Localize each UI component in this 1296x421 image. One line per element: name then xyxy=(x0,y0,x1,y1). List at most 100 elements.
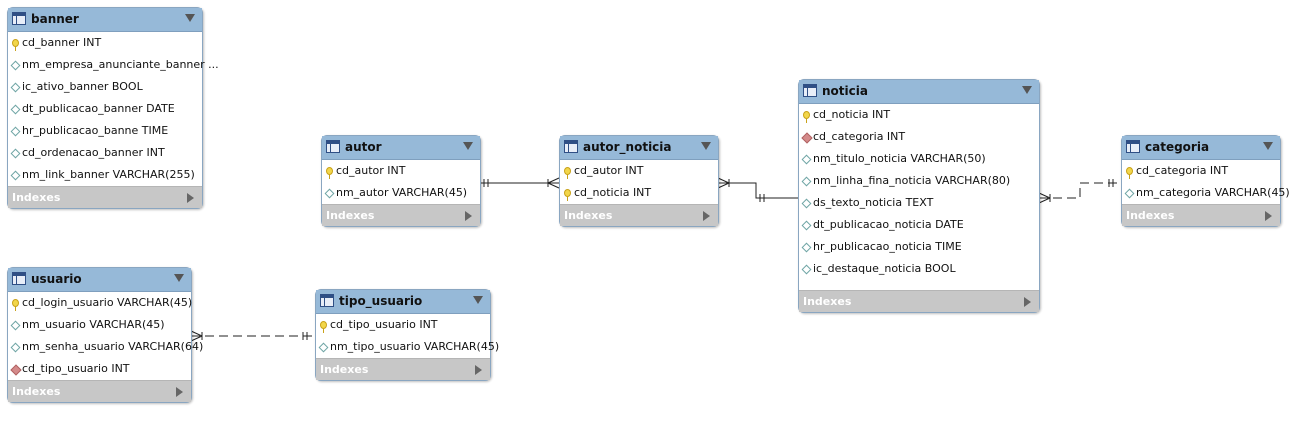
table-autor-noticia[interactable]: autor_noticia cd_autor INT cd_noticia INT… xyxy=(559,135,719,227)
column-label: nm_link_banner VARCHAR(255) xyxy=(22,168,195,181)
collapse-arrow-icon[interactable] xyxy=(185,14,195,22)
collapse-arrow-icon[interactable] xyxy=(174,274,184,282)
table-header[interactable]: autor xyxy=(322,136,480,160)
column-row[interactable]: cd_autor INT xyxy=(560,160,718,182)
column-label: hr_publicacao_banne TIME xyxy=(22,124,169,137)
column-icon xyxy=(10,170,21,181)
column-icon xyxy=(10,126,21,137)
table-header[interactable]: banner xyxy=(8,8,202,32)
indexes-section[interactable]: Indexes xyxy=(8,186,202,208)
column-row[interactable]: nm_categoria VARCHAR(45) xyxy=(1122,182,1290,204)
column-label: cd_tipo_usuario INT xyxy=(22,362,130,375)
table-title: noticia xyxy=(822,84,868,98)
column-row[interactable]: cd_banner INT xyxy=(8,32,202,54)
collapse-arrow-icon[interactable] xyxy=(701,142,711,150)
column-icon xyxy=(10,148,21,159)
column-row[interactable]: cd_ordenacao_banner INT xyxy=(8,142,202,164)
expand-arrow-icon[interactable] xyxy=(176,387,183,397)
column-row[interactable]: nm_linha_fina_noticia VARCHAR(80) xyxy=(799,170,1039,192)
indexes-label: Indexes xyxy=(12,385,61,398)
table-icon xyxy=(12,272,26,285)
column-row[interactable]: cd_autor INT xyxy=(322,160,480,182)
column-label: ds_texto_noticia TEXT xyxy=(813,196,934,209)
expand-arrow-icon[interactable] xyxy=(475,365,482,375)
column-row[interactable]: dt_publicacao_banner DATE xyxy=(8,98,202,120)
primary-key-icon xyxy=(1126,167,1133,179)
expand-arrow-icon[interactable] xyxy=(465,211,472,221)
column-list: cd_tipo_usuario INT nm_tipo_usuario VARCH… xyxy=(316,314,499,358)
expand-arrow-icon[interactable] xyxy=(1265,211,1272,221)
column-row[interactable]: nm_link_banner VARCHAR(255) xyxy=(8,164,202,186)
column-row[interactable]: dt_publicacao_noticia DATE xyxy=(799,214,1039,236)
indexes-section[interactable]: Indexes xyxy=(322,204,480,226)
table-header[interactable]: categoria xyxy=(1122,136,1280,160)
column-row[interactable]: ic_destaque_noticia BOOL xyxy=(799,258,1039,280)
collapse-arrow-icon[interactable] xyxy=(1263,142,1273,150)
collapse-arrow-icon[interactable] xyxy=(1022,86,1032,94)
table-usuario[interactable]: usuario cd_login_usuario VARCHAR(45) nm_u… xyxy=(7,267,203,403)
column-row[interactable]: nm_titulo_noticia VARCHAR(50) xyxy=(799,148,1039,170)
table-header[interactable]: noticia xyxy=(799,80,1039,104)
primary-key-icon xyxy=(564,189,571,201)
table-autor[interactable]: autor cd_autor INT nm_autor VARCHAR(45) I… xyxy=(321,135,481,227)
column-row[interactable]: hr_publicacao_banne TIME xyxy=(8,120,202,142)
column-label: cd_login_usuario VARCHAR(45) xyxy=(22,296,193,309)
column-label: cd_tipo_usuario INT xyxy=(330,318,438,331)
column-row[interactable]: nm_autor VARCHAR(45) xyxy=(322,182,480,204)
expand-arrow-icon[interactable] xyxy=(1024,297,1031,307)
collapse-arrow-icon[interactable] xyxy=(463,142,473,150)
indexes-section[interactable]: Indexes xyxy=(1122,204,1280,226)
table-icon xyxy=(320,294,334,307)
foreign-key-icon xyxy=(801,132,813,144)
table-noticia[interactable]: noticia cd_noticia INT cd_categoria INT nm… xyxy=(798,79,1040,313)
column-label: nm_titulo_noticia VARCHAR(50) xyxy=(813,152,986,165)
column-row[interactable]: cd_tipo_usuario INT xyxy=(8,358,191,380)
column-row[interactable]: cd_categoria INT xyxy=(1122,160,1280,182)
collapse-arrow-icon[interactable] xyxy=(473,296,483,304)
table-header[interactable]: tipo_usuario xyxy=(316,290,490,314)
spacer xyxy=(799,280,1039,290)
expand-arrow-icon[interactable] xyxy=(187,193,194,203)
column-icon xyxy=(10,320,21,331)
indexes-section[interactable]: Indexes xyxy=(560,204,718,226)
indexes-label: Indexes xyxy=(803,295,852,308)
column-row[interactable]: cd_login_usuario VARCHAR(45) xyxy=(8,292,193,314)
primary-key-icon xyxy=(12,299,19,311)
column-icon xyxy=(801,220,812,231)
table-tipo-usuario[interactable]: tipo_usuario cd_tipo_usuario INT nm_tipo_… xyxy=(315,289,499,381)
column-label: cd_autor INT xyxy=(336,164,406,177)
indexes-section[interactable]: Indexes xyxy=(799,290,1039,312)
column-label: cd_noticia INT xyxy=(813,108,891,121)
column-row[interactable]: nm_tipo_usuario VARCHAR(45) xyxy=(316,336,499,358)
column-icon xyxy=(801,198,812,209)
column-label: ic_ativo_banner BOOL xyxy=(22,80,143,93)
indexes-section[interactable]: Indexes xyxy=(8,380,191,402)
column-row[interactable]: hr_publicacao_noticia TIME xyxy=(799,236,1039,258)
column-row[interactable]: nm_usuario VARCHAR(45) xyxy=(8,314,191,336)
column-icon xyxy=(10,82,21,93)
column-row[interactable]: cd_noticia INT xyxy=(799,104,1039,126)
column-icon xyxy=(801,264,812,275)
column-label: nm_senha_usuario VARCHAR(64) xyxy=(22,340,204,353)
table-header[interactable]: usuario xyxy=(8,268,191,292)
column-label: cd_noticia INT xyxy=(574,186,652,199)
table-header[interactable]: autor_noticia xyxy=(560,136,718,160)
column-row[interactable]: cd_categoria INT xyxy=(799,126,1039,148)
primary-key-icon xyxy=(564,167,571,179)
indexes-section[interactable]: Indexes xyxy=(316,358,490,380)
column-row[interactable]: cd_tipo_usuario INT xyxy=(316,314,490,336)
column-row[interactable]: ds_texto_noticia TEXT xyxy=(799,192,1039,214)
column-row[interactable]: ic_ativo_banner BOOL xyxy=(8,76,202,98)
expand-arrow-icon[interactable] xyxy=(703,211,710,221)
table-title: autor_noticia xyxy=(583,140,672,154)
column-row[interactable]: nm_empresa_anunciante_banner ... xyxy=(8,54,219,76)
rel-autor-noticia-noticia xyxy=(717,177,798,202)
column-label: ic_destaque_noticia BOOL xyxy=(813,262,956,275)
column-row[interactable]: cd_noticia INT xyxy=(560,182,718,204)
foreign-key-icon xyxy=(10,364,22,376)
column-row[interactable]: nm_senha_usuario VARCHAR(64) xyxy=(8,336,203,358)
